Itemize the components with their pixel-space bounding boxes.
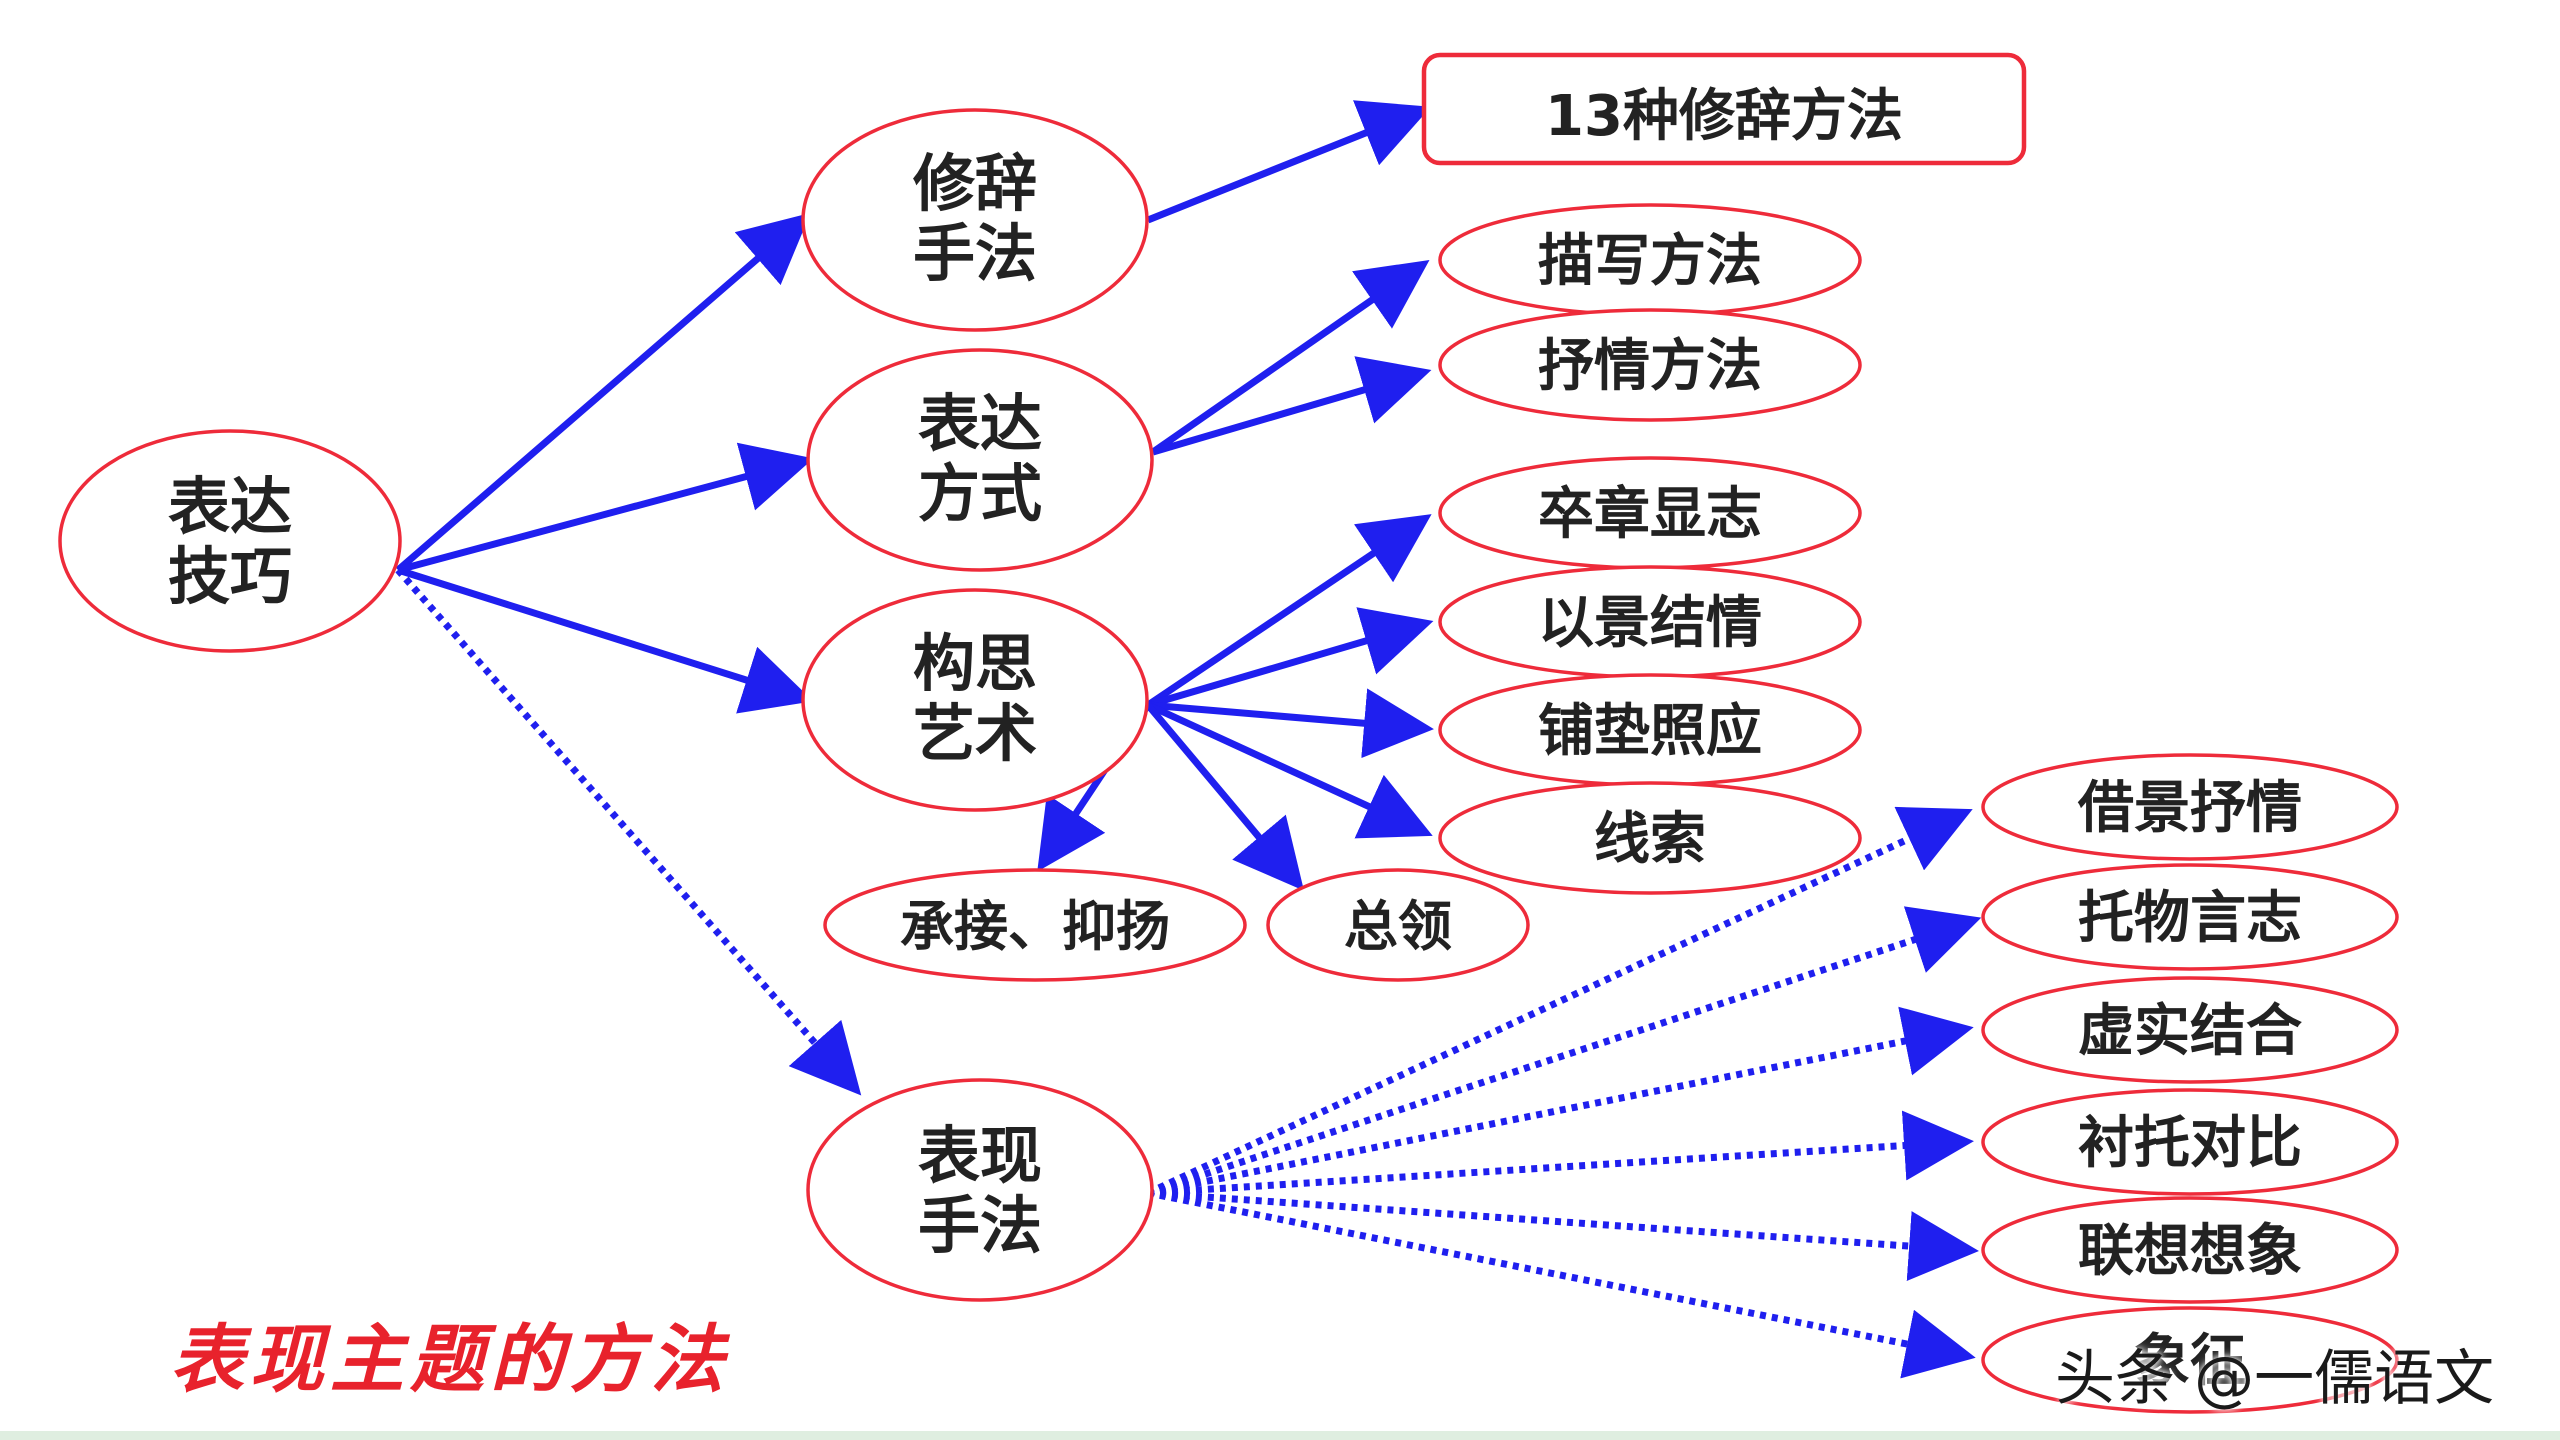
- node-scenery-emotion-label: 以景结情: [1538, 591, 1762, 656]
- edge-expression-description: [1151, 260, 1430, 455]
- node-expression-line1: 表达: [918, 387, 1042, 460]
- edge-rhetoric-methods: [1146, 100, 1431, 224]
- node-presentation-line1: 表现: [918, 1119, 1042, 1192]
- edge-conception-scenery: [1147, 607, 1434, 709]
- node-ending-theme-label: 卒章显志: [1538, 482, 1762, 547]
- edge-presentation-symbol: [1147, 1189, 1976, 1379]
- edge-conception-clue: [1146, 701, 1433, 839]
- node-symbol-label: 象征: [2134, 1329, 2246, 1394]
- node-description-methods: 描写方法: [1438, 203, 1862, 317]
- bottom-bar: [0, 1431, 2560, 1440]
- node-root-line1: 表达: [168, 470, 292, 543]
- node-foreshadow-echo: 铺垫照应: [1438, 673, 1862, 787]
- edge-conception-foreshadow: [1147, 688, 1434, 759]
- node-root-line2: 技巧: [168, 540, 292, 613]
- node-symbol: 象征: [1981, 1306, 2399, 1414]
- edge-root-expression: [397, 442, 814, 574]
- dotted-connectors: [395, 567, 1982, 1379]
- node-rhetoric-line1: 修辞: [913, 147, 1037, 220]
- node-borrow-scene: 借景抒情: [1981, 753, 2399, 861]
- edge-presentation-imagination: [1147, 1189, 1979, 1282]
- node-summary: 总领: [1266, 868, 1530, 982]
- nodes: 表达 技巧 修辞 手法 表达 方式 构思 艺术 表现 手法: [58, 52, 2399, 1414]
- edge-conception-ending: [1146, 514, 1432, 708]
- edge-presentation-borrow: [1146, 806, 1973, 1197]
- node-expression-line2: 方式: [918, 457, 1042, 530]
- node-contrast-label: 衬托对比: [2078, 1111, 2302, 1176]
- node-lyric-methods: 抒情方法: [1438, 308, 1862, 422]
- edge-root-rhetoric: [395, 212, 811, 573]
- node-real-virtual: 虚实结合: [1981, 976, 2399, 1084]
- node-lyric-methods-label: 抒情方法: [1538, 334, 1762, 399]
- edge-root-presentation: [395, 567, 862, 1096]
- node-description-methods-label: 描写方法: [1538, 229, 1762, 294]
- node-object-aspiration-label: 托物言志: [2078, 886, 2302, 951]
- node-imagination-label: 联想想象: [2078, 1219, 2302, 1284]
- node-conception-line2: 艺术: [913, 697, 1037, 770]
- node-foreshadow-echo-label: 铺垫照应: [1538, 699, 1762, 764]
- edge-presentation-contrast: [1147, 1110, 1974, 1197]
- edge-presentation-real: [1147, 1006, 1974, 1197]
- edge-conception-summary: [1145, 702, 1305, 891]
- edge-root-conception: [396, 566, 814, 714]
- edge-expression-lyric: [1152, 356, 1432, 456]
- node-conception: 构思 艺术: [801, 588, 1149, 812]
- node-rhetoric-methods-label: 13种修辞方法: [1545, 84, 1903, 149]
- node-expression: 表达 方式: [806, 348, 1154, 572]
- node-clue: 线索: [1438, 781, 1862, 895]
- node-scenery-emotion: 以景结情: [1438, 565, 1862, 679]
- node-ending-theme: 卒章显志: [1438, 456, 1862, 570]
- node-rhetoric: 修辞 手法: [801, 108, 1149, 332]
- node-borrow-scene-label: 借景抒情: [2077, 776, 2302, 841]
- diagram-caption: 表现主题的方法: [170, 1317, 730, 1403]
- node-rhetoric-methods: 13种修辞方法: [1421, 52, 2027, 166]
- node-root: 表达 技巧: [58, 429, 402, 653]
- node-contrast: 衬托对比: [1981, 1088, 2399, 1196]
- node-object-aspiration: 托物言志: [1981, 863, 2399, 971]
- node-rhetoric-line2: 手法: [913, 217, 1037, 290]
- node-presentation: 表现 手法: [806, 1078, 1154, 1302]
- watermark: 头条 @一儒语文: [2055, 1344, 2495, 1414]
- node-imagination: 联想想象: [1981, 1196, 2399, 1304]
- node-presentation-line2: 手法: [918, 1189, 1042, 1262]
- node-real-virtual-label: 虚实结合: [2078, 999, 2302, 1064]
- node-transition-label: 承接、抑扬: [900, 895, 1170, 958]
- node-summary-label: 总领: [1344, 895, 1452, 958]
- node-conception-line1: 构思: [913, 627, 1037, 700]
- node-clue-label: 线索: [1594, 807, 1706, 872]
- node-transition: 承接、抑扬: [823, 868, 1247, 982]
